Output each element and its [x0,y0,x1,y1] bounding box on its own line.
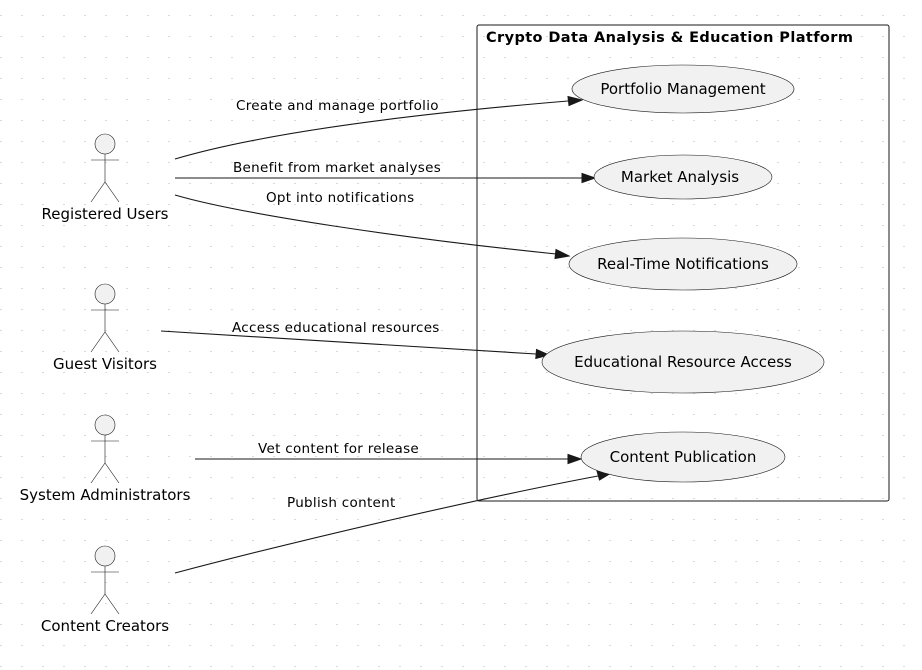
actor-icon [90,414,120,484]
actor-label: Content Creators [41,617,169,635]
arrow-head [567,453,583,465]
use-case-market-analysis[interactable]: Market Analysis [593,154,773,200]
use-case-ellipse [568,237,798,291]
relation-benefit-market-analyses: Benefit from market analyses [175,160,597,184]
system-boundary-box [476,24,890,502]
use-cases: Portfolio Management Market Analysis Rea… [541,64,825,483]
use-case-ellipse [593,154,773,200]
actor-label: Registered Users [42,205,169,223]
use-case-label: Educational Resource Access [574,353,792,371]
relation-label: Vet content for release [258,441,419,457]
relation-label: Publish content [287,495,396,511]
use-case-label: Real-Time Notifications [597,255,769,273]
use-case-portfolio-management[interactable]: Portfolio Management [571,64,795,114]
actor-system-administrators[interactable]: System Administrators [20,414,191,504]
actor-icon [90,133,120,203]
actor-label: Guest Visitors [53,355,157,373]
relation-line [174,194,557,255]
relation-vet-content-release: Vet content for release [195,441,583,465]
actor-label: System Administrators [20,486,191,504]
relation-access-educational-resources: Access educational resources [160,320,551,360]
actor-registered-users[interactable]: Registered Users [42,133,169,223]
relation-line [174,100,569,160]
arrow-head [554,248,571,260]
relation-edges: Create and manage portfolio Benefit from… [160,95,613,574]
use-case-content-publication[interactable]: Content Publication [580,431,786,483]
relation-opt-into-notifications: Opt into notifications [174,190,571,260]
system-title: Crypto Data Analysis & Education Platfor… [486,30,853,46]
use-case-label: Market Analysis [621,168,739,186]
relation-label: Opt into notifications [266,190,414,206]
relation-line [160,330,537,355]
relation-line [174,475,599,574]
relation-publish-content: Publish content [174,470,613,574]
use-case-ellipse [541,330,825,394]
relation-label: Create and manage portfolio [236,98,439,114]
use-case-label: Portfolio Management [600,80,765,98]
actor-icon [90,545,120,615]
actor-guest-visitors[interactable]: Guest Visitors [53,283,157,373]
relation-label: Benefit from market analyses [233,160,441,176]
actor-content-creators[interactable]: Content Creators [41,545,169,635]
use-case-ellipse [580,431,786,483]
use-case-label: Content Publication [610,448,757,466]
arrow-head [567,95,584,107]
relation-label: Access educational resources [232,320,440,336]
relation-create-manage-portfolio: Create and manage portfolio [174,95,584,160]
system-boundary: Crypto Data Analysis & Education Platfor… [476,24,890,502]
arrow-head [581,172,597,184]
use-case-ellipse [571,64,795,114]
arrow-head [535,348,551,360]
use-case-real-time-notifications[interactable]: Real-Time Notifications [568,237,798,291]
actor-icon [90,283,120,353]
use-case-educational-resource-access[interactable]: Educational Resource Access [541,330,825,394]
actors: Registered Users Guest Visitors System A… [20,133,191,635]
